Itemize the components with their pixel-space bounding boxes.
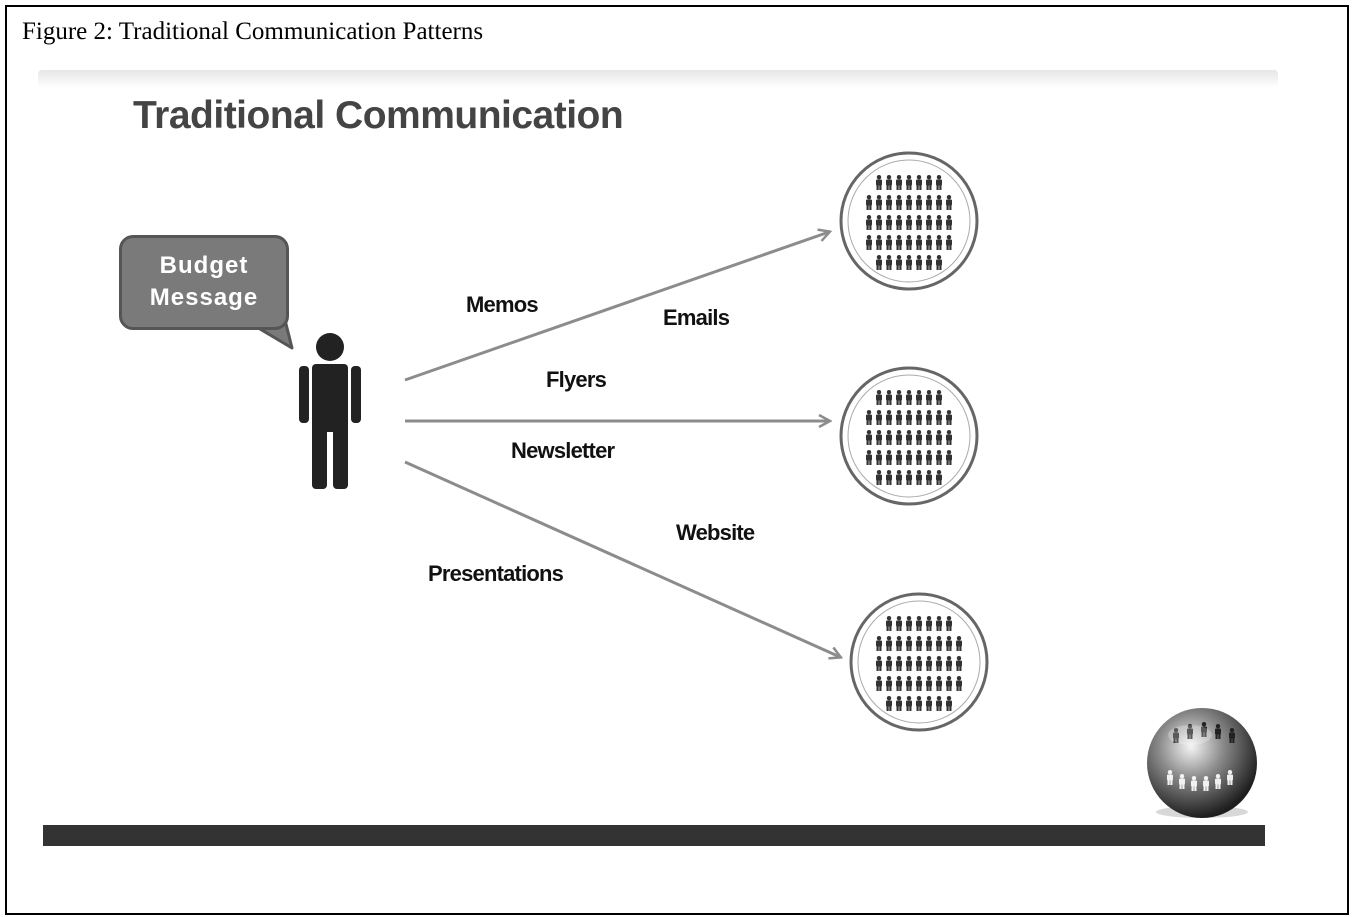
bubble-line-2: Message: [149, 284, 259, 311]
arrow-top: [404, 232, 829, 382]
figure-caption: Figure 2: Traditional Communication Patt…: [22, 18, 484, 45]
bubble-line-1: Budget: [159, 252, 249, 279]
title-shadow-bar: [38, 70, 1278, 88]
crowd-circle-icon-middle: [839, 366, 979, 506]
label-flyers: Flyers: [546, 367, 607, 392]
globe-people-icon: [1147, 708, 1257, 818]
slide-bottom-bar: [43, 825, 1265, 846]
label-presentations: Presentations: [428, 561, 564, 586]
budget-message-bubble: Budget Message: [119, 235, 289, 330]
arrow-bottom: [404, 460, 840, 657]
figure-frame: [5, 5, 1349, 915]
slide-title: Traditional Communication: [133, 94, 624, 137]
label-emails: Emails: [663, 305, 730, 330]
crowd-circle-icon-top: [839, 151, 979, 291]
crowd-circle-icon-bottom: [849, 592, 989, 732]
bubble-text: Budget Message: [122, 250, 286, 314]
person-icon: [299, 333, 361, 489]
label-website: Website: [676, 520, 755, 545]
label-memos: Memos: [466, 292, 539, 317]
label-newsletter: Newsletter: [511, 438, 615, 463]
